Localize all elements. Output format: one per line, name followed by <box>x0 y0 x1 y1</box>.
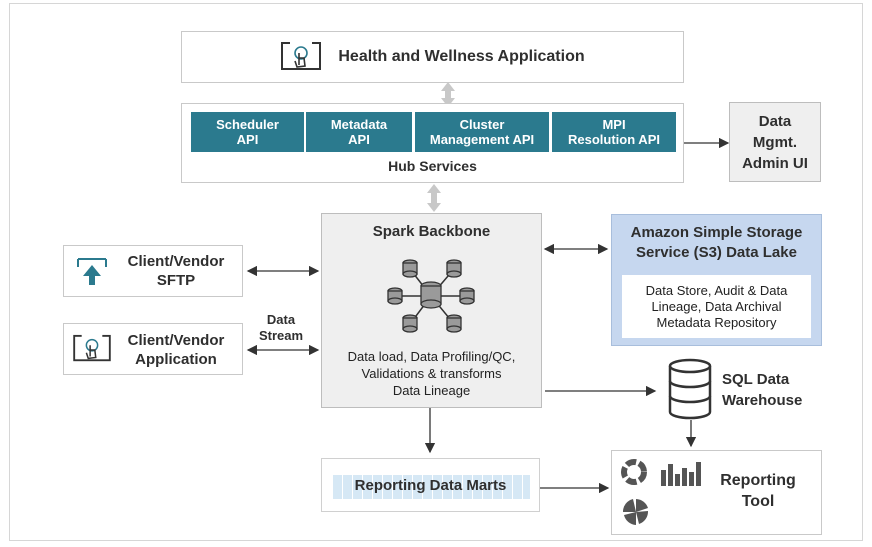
client-app-box <box>63 323 243 375</box>
health-app-title: Health and Wellness Application <box>338 48 585 65</box>
upload-icon <box>77 258 107 285</box>
admin-ui-box: Data Mgmt. Admin UI <box>729 102 821 182</box>
database-icon <box>668 358 712 420</box>
health-hub-connector <box>441 82 455 107</box>
touch-screen-icon <box>73 334 111 362</box>
reporting-tool-label: Reporting Tool <box>720 472 796 510</box>
client-sftp-label: Client/Vendor SFTP <box>127 253 225 289</box>
hub-spark-connector <box>427 184 441 212</box>
scheduler-api-block: Scheduler API <box>191 112 304 152</box>
spark-backbone-box <box>321 213 542 408</box>
touch-screen-icon <box>281 41 322 70</box>
reporting-marts-label: Reporting Data Marts <box>354 477 507 494</box>
pie-chart-icon <box>622 499 649 525</box>
spark-description: Data load, Data Profiling/QC, Validation… <box>347 349 516 398</box>
spark-title: Spark Backbone <box>372 223 491 240</box>
health-app-box: Health and Wellness Application <box>181 31 684 83</box>
metadata-api-block: Metadata API <box>306 112 412 152</box>
reporting-tool-box <box>611 450 822 535</box>
data-stream-label: Data Stream <box>258 312 304 343</box>
reporting-marts-stripe <box>333 475 530 499</box>
diagram-frame <box>9 3 863 541</box>
cluster-management-api-block: Cluster Management API <box>415 112 549 152</box>
bar-chart-icon <box>661 462 701 486</box>
s3-title: Amazon Simple Storage Service (S3) Data … <box>630 224 803 261</box>
mpi-resolution-api-block: MPI Resolution API <box>552 112 676 152</box>
s3-contents-box <box>622 275 811 338</box>
database-network-icon <box>387 259 475 333</box>
sql-warehouse-label: SQL Data Warehouse <box>722 371 803 409</box>
s3-contents: Data Store, Audit & Data Lineage, Data A… <box>645 283 788 330</box>
donut-chart-icon <box>621 459 647 485</box>
client-app-label: Client/Vendor Application <box>127 332 225 368</box>
hub-services-label: Hub Services <box>388 158 477 174</box>
